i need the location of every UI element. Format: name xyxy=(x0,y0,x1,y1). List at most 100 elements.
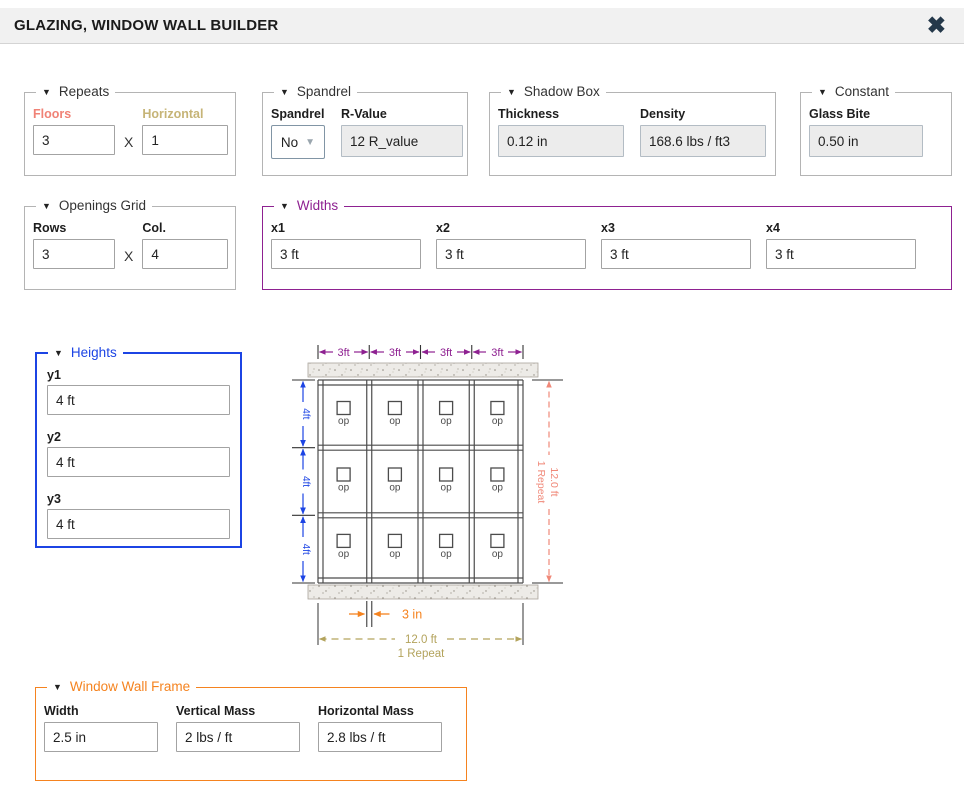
right-dim-ticks xyxy=(532,379,563,584)
opening-label: op xyxy=(492,416,504,427)
density-input[interactable] xyxy=(640,125,766,157)
heights-legend: ▼Heights xyxy=(48,345,123,360)
spandrel-legend-label: Spandrel xyxy=(296,84,351,99)
repeats-legend: ▼Repeats xyxy=(36,84,116,99)
horizontal-mass-input[interactable] xyxy=(318,722,442,752)
bottom-dim-label-2: 1 Repeat xyxy=(398,648,445,660)
collapse-triangle-icon[interactable]: ▼ xyxy=(280,86,289,97)
window-wall-diagram-svg: 3ft 3ft 3ft 3ft op op op op op op op op … xyxy=(292,345,563,660)
height-y2-label: y2 xyxy=(47,430,61,444)
width-x2-input[interactable] xyxy=(436,239,586,269)
floors-input[interactable] xyxy=(33,125,115,155)
opening-label: op xyxy=(389,416,401,427)
top-dim-ticks xyxy=(317,345,524,359)
rows-label: Rows xyxy=(33,221,67,235)
collapse-triangle-icon[interactable]: ▼ xyxy=(280,200,289,211)
height-y3-input[interactable] xyxy=(47,509,230,539)
height-y3-field: y3 xyxy=(47,486,230,539)
spandrel-label: Spandrel xyxy=(271,107,325,121)
top-dim-label: 3ft xyxy=(389,347,401,359)
top-dim-label: 3ft xyxy=(491,347,503,359)
mullion-dim-label: 3 in xyxy=(402,608,422,622)
spandrel-select[interactable]: No ▼ xyxy=(271,125,325,159)
thickness-field: Thickness xyxy=(498,107,624,157)
widths-legend: ▼Widths xyxy=(274,198,345,213)
window-wall-frame-group: ▼Window Wall Frame Width Vertical Mass H… xyxy=(35,679,467,781)
width-x1-field: x1 xyxy=(271,221,421,269)
height-y1-label: y1 xyxy=(47,368,61,382)
width-x4-input[interactable] xyxy=(766,239,916,269)
height-y2-input[interactable] xyxy=(47,447,230,477)
columns-field: Col. xyxy=(142,221,229,269)
times-separator: X xyxy=(124,134,134,150)
vertical-mass-label: Vertical Mass xyxy=(176,704,256,718)
repeats-group: ▼Repeats Floors X Horizontal xyxy=(24,84,236,176)
openings-grid-legend-label: Openings Grid xyxy=(58,198,146,213)
opening-label: op xyxy=(492,549,504,560)
width-x1-input[interactable] xyxy=(271,239,421,269)
dialog-title: GLAZING, WINDOW WALL BUILDER xyxy=(14,17,279,34)
density-label: Density xyxy=(640,107,686,121)
r-value-input[interactable] xyxy=(341,125,463,157)
openings-grid-legend: ▼ Openings Grid xyxy=(36,198,152,213)
frame-width-field: Width xyxy=(44,704,158,752)
close-icon: ✖ xyxy=(926,12,946,38)
collapse-triangle-icon[interactable]: ▼ xyxy=(818,86,827,97)
height-y1-input[interactable] xyxy=(47,385,230,415)
collapse-triangle-icon[interactable]: ▼ xyxy=(53,681,62,692)
shadow-box-legend: ▼ Shadow Box xyxy=(501,84,606,99)
widths-group: ▼Widths x1 x2 x3 x4 xyxy=(262,198,952,290)
horizontal-mass-field: Horizontal Mass xyxy=(318,704,442,752)
spandrel-legend: ▼ Spandrel xyxy=(274,84,357,99)
window-wall-diagram: 3ft 3ft 3ft 3ft op op op op op op op op … xyxy=(285,343,585,665)
width-x3-input[interactable] xyxy=(601,239,751,269)
shadow-box-legend-label: Shadow Box xyxy=(523,84,600,99)
constant-group: ▼Constant Glass Bite xyxy=(800,84,952,176)
columns-label: Col. xyxy=(142,221,166,235)
horizontal-mass-label: Horizontal Mass xyxy=(318,704,414,718)
columns-input[interactable] xyxy=(142,239,229,269)
opening-squares xyxy=(336,400,505,549)
top-slab xyxy=(307,362,539,378)
horizontal-label: Horizontal xyxy=(142,107,204,121)
width-x3-label: x3 xyxy=(601,221,615,235)
bottom-slab xyxy=(307,584,539,600)
floors-label: Floors xyxy=(33,107,72,121)
extension-lines xyxy=(317,603,524,645)
heights-group: ▼Heights y1 y2 y3 xyxy=(35,345,242,548)
collapse-triangle-icon[interactable]: ▼ xyxy=(54,347,63,358)
glass-bite-label: Glass Bite xyxy=(809,107,871,121)
left-dim-label: 4ft xyxy=(300,476,311,487)
collapse-triangle-icon[interactable]: ▼ xyxy=(42,86,51,97)
times-separator: X xyxy=(124,248,134,264)
width-x2-label: x2 xyxy=(436,221,450,235)
height-y3-label: y3 xyxy=(47,492,61,506)
left-dim-label: 4ft xyxy=(300,544,311,555)
left-dim-ticks xyxy=(292,379,315,584)
frame-width-input[interactable] xyxy=(44,722,158,752)
opening-label: op xyxy=(338,549,350,560)
opening-label: op xyxy=(389,549,401,560)
mullion-sample xyxy=(366,601,373,627)
rows-input[interactable] xyxy=(33,239,115,269)
r-value-field: R-Value xyxy=(341,107,463,157)
opening-label: op xyxy=(389,483,401,494)
constant-legend: ▼Constant xyxy=(812,84,895,99)
opening-label: op xyxy=(441,416,453,427)
collapse-triangle-icon[interactable]: ▼ xyxy=(507,86,516,97)
top-dim-label: 3ft xyxy=(440,347,452,359)
opening-labels: op op op op op op op op op op op op xyxy=(338,416,503,560)
left-dim-label: 4ft xyxy=(300,408,311,419)
glass-bite-input[interactable] xyxy=(809,125,923,157)
spandrel-select-value: No xyxy=(280,134,299,150)
thickness-input[interactable] xyxy=(498,125,624,157)
frame-width-label: Width xyxy=(44,704,79,718)
opening-label: op xyxy=(441,549,453,560)
right-dim-label-1: 12.0 ft xyxy=(548,467,560,496)
collapse-triangle-icon[interactable]: ▼ xyxy=(42,200,51,211)
horizontal-repeats-input[interactable] xyxy=(142,125,229,155)
shadow-box-group: ▼ Shadow Box Thickness Density xyxy=(489,84,776,176)
height-y2-field: y2 xyxy=(47,424,230,477)
vertical-mass-input[interactable] xyxy=(176,722,300,752)
close-button[interactable]: ✖ xyxy=(927,14,946,37)
